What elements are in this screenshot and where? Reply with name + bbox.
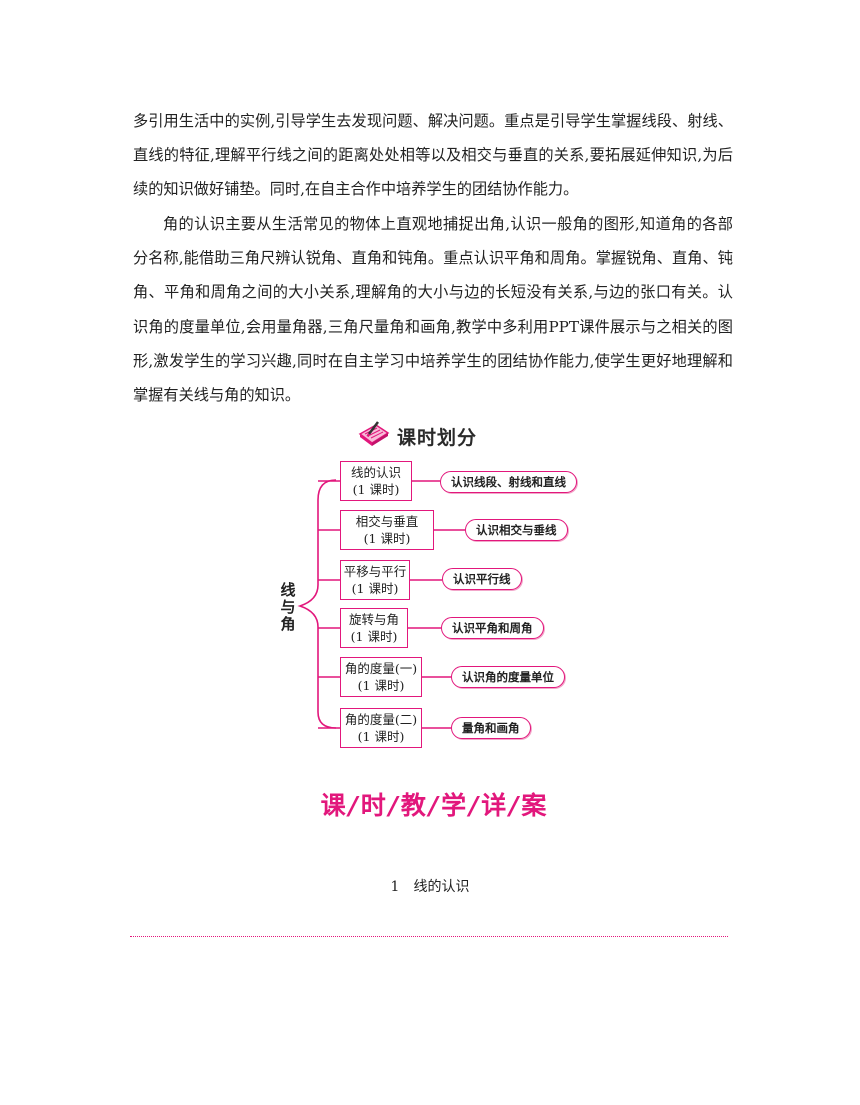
banner-char: 案 — [521, 791, 548, 820]
lesson-hours: (1 课时) — [357, 729, 405, 744]
banner-separator: / — [469, 791, 480, 820]
lesson-name: 角的度量(一) — [344, 661, 418, 676]
lesson-hours: (1 课时) — [357, 678, 405, 693]
goal-pill-2: 认识相交与垂线 — [465, 519, 568, 541]
banner-char: 教 — [400, 791, 427, 820]
lesson-box-1: 线的认识 (1 课时) — [340, 461, 412, 501]
notebook-pen-icon — [357, 420, 391, 452]
lesson-hours: (1 课时) — [350, 629, 398, 644]
lesson-name: 线的认识 — [350, 465, 401, 480]
intro-paragraph-2: 角的认识主要从生活常见的物体上直观地捕捉出角,认识一般角的图形,知道角的各部分名… — [133, 215, 733, 405]
lesson-box-5: 角的度量(一) (1 课时) — [340, 657, 422, 697]
divider — [130, 936, 728, 937]
lesson-box-6: 角的度量(二) (1 课时) — [340, 708, 422, 748]
goal-pill-1: 认识线段、射线和直线 — [440, 471, 577, 493]
banner-separator: / — [428, 791, 440, 820]
lesson-box-3: 平移与平行 (1 课时) — [340, 560, 410, 600]
lesson-title: 线的认识 — [413, 879, 470, 895]
banner-char: 学 — [441, 791, 468, 820]
lesson-hours: (1 课时) — [352, 482, 400, 497]
unit-brace — [297, 479, 337, 729]
lesson-name: 相交与垂直 — [355, 514, 419, 529]
goal-pill-3: 认识平行线 — [442, 568, 522, 590]
goal-pill-6: 量角和画角 — [451, 717, 531, 739]
goal-pill-5: 认识角的度量单位 — [451, 666, 565, 688]
lesson-box-4: 旋转与角 (1 课时) — [340, 608, 408, 648]
lesson-name: 旋转与角 — [348, 612, 399, 627]
lesson-name: 角的度量(二) — [344, 712, 418, 727]
banner-char: 课 — [320, 791, 347, 820]
section-banner: 课/时/教/学/详/案 — [294, 786, 574, 822]
intro-paragraph-1: 多引用生活中的实例,引导学生去发现问题、解决问题。重点是引导学生掌握线段、射线、… — [133, 112, 733, 199]
lesson-hours: (1 课时) — [351, 581, 399, 596]
goal-pill-4: 认识平角和周角 — [441, 617, 544, 639]
banner-char: 详 — [481, 791, 508, 820]
lesson-heading: 1 线的认识 — [0, 876, 860, 896]
lesson-number: 1 — [390, 879, 400, 895]
lesson-name: 平移与平行 — [343, 564, 407, 579]
unit-label: 线与角 — [280, 581, 296, 633]
banner-separator: / — [348, 791, 359, 820]
banner-separator: / — [388, 791, 399, 820]
banner-separator: / — [509, 791, 520, 820]
schedule-heading: 课时划分 — [357, 420, 477, 452]
banner-char: 时 — [360, 791, 387, 820]
lesson-hours: (1 课时) — [363, 531, 411, 546]
lesson-box-2: 相交与垂直 (1 课时) — [340, 510, 434, 550]
schedule-heading-text: 课时划分 — [397, 426, 478, 449]
